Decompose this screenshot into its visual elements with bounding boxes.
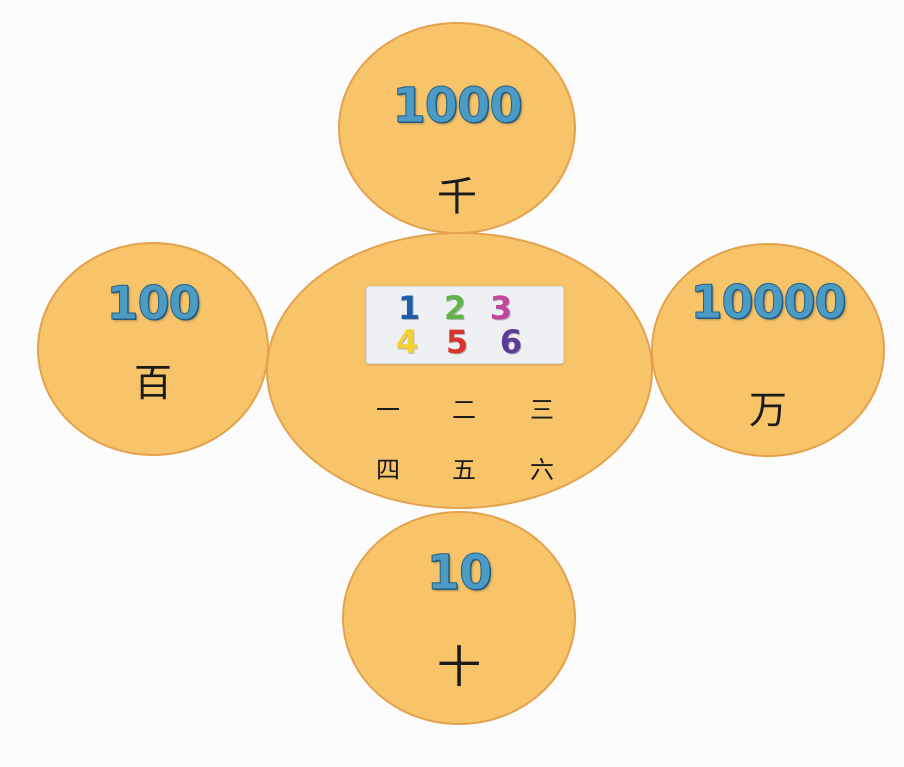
center-ellipse: 1 2 3 4 5 6 一 二 三 四 五 六 [266,232,653,509]
digit-6: 6 [491,323,531,361]
digit-2: 2 [435,289,475,327]
thousand-number: 1000 [340,78,574,134]
thousand-char: 千 [340,164,574,222]
thousand-circle: 1000 千 [338,22,576,234]
number-card: 1 2 3 4 5 6 [366,286,564,364]
hundred-char: 百 [39,352,267,407]
ten-number: 10 [344,545,574,601]
ten-thousand-number: 10000 [653,275,883,329]
ten-circle: 10 十 [342,511,576,725]
digit-5: 5 [437,323,477,361]
chinese-six: 六 [522,450,562,485]
ten-thousand-circle: 10000 万 [651,243,885,457]
digit-4: 4 [387,323,427,361]
chinese-two: 二 [444,390,484,425]
ten-char: 十 [344,631,574,695]
chinese-five: 五 [444,450,484,485]
hundred-number: 100 [39,276,267,330]
chinese-one: 一 [368,390,408,425]
digit-3: 3 [481,289,521,327]
chinese-three: 三 [522,390,562,425]
digit-1: 1 [389,289,429,327]
ten-thousand-char: 万 [653,379,883,434]
chinese-four: 四 [368,450,408,485]
hundred-circle: 100 百 [37,242,269,456]
